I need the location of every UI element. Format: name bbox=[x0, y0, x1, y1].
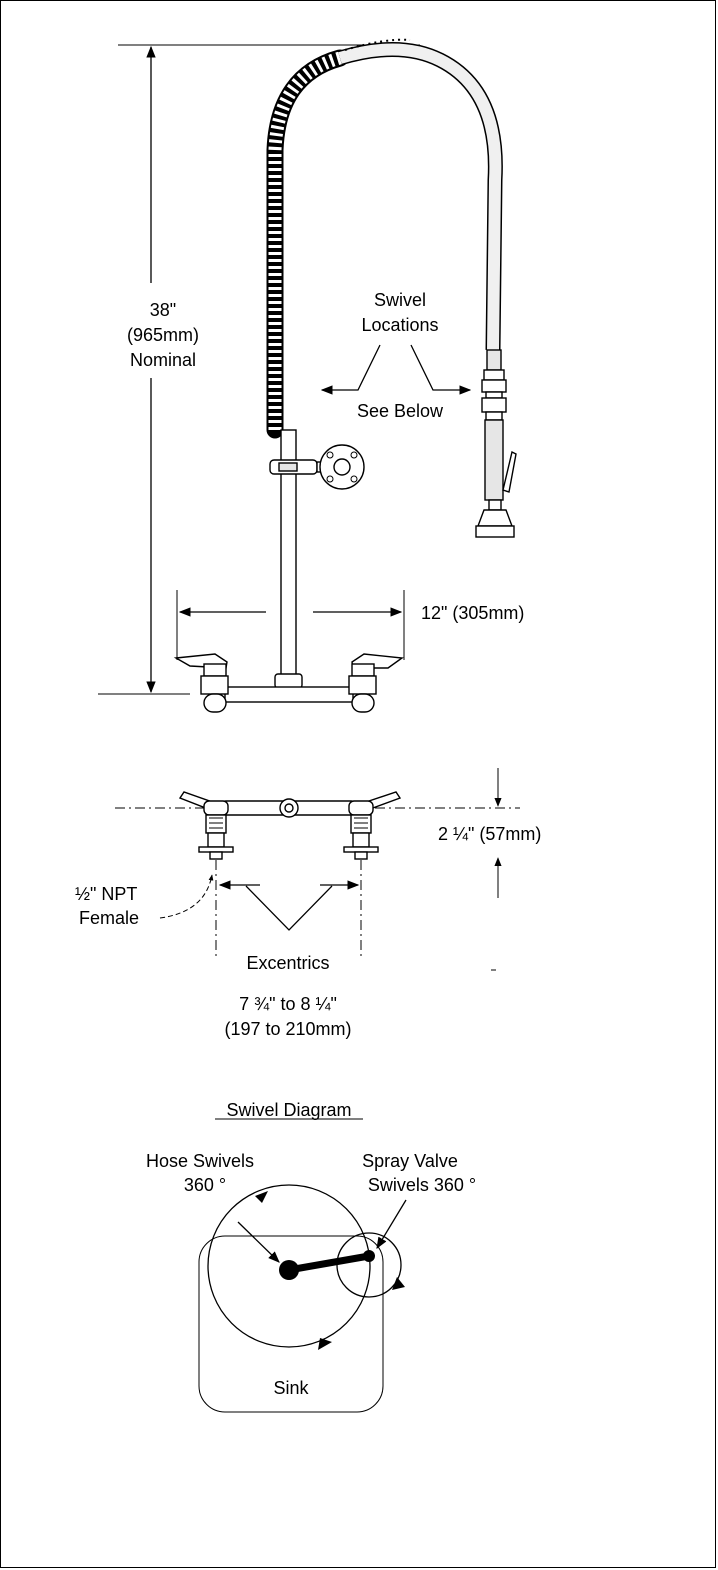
spray-valve-label-2: Swivels 360 ° bbox=[368, 1175, 476, 1195]
spray-valve-label-1: Spray Valve bbox=[362, 1151, 458, 1171]
swivel-diagram-title: Swivel Diagram bbox=[226, 1100, 351, 1120]
npt-label-1: ½" NPT bbox=[75, 884, 137, 904]
swivel-locations-label-1: Swivel bbox=[374, 290, 426, 310]
centers-label-1: 7 ¾" to 8 ¼" bbox=[239, 994, 337, 1014]
centers-label-2: (197 to 210mm) bbox=[224, 1019, 351, 1039]
sink-outline bbox=[198, 1235, 384, 1413]
spray-valve-swivel-circle bbox=[336, 1232, 402, 1298]
see-below-label: See Below bbox=[357, 401, 444, 421]
excentrics-callout: Excentrics 7 ¾" to 8 ¼" (197 to 210mm) bbox=[218, 880, 496, 1039]
npt-label-2: Female bbox=[79, 908, 139, 928]
npt-callout: ½" NPT Female bbox=[75, 874, 214, 928]
wall-offset-dimension: 2 ¼" (57mm) bbox=[438, 768, 541, 898]
swivel-locations-callout: Swivel Locations See Below bbox=[320, 290, 472, 421]
swivel-locations-label-2: Locations bbox=[361, 315, 438, 335]
height-label-3: Nominal bbox=[130, 350, 196, 370]
wall-offset-label: 2 ¼" (57mm) bbox=[438, 824, 541, 844]
plan-view bbox=[115, 791, 520, 960]
pre-rinse-hose bbox=[266, 38, 503, 439]
width-label: 12" (305mm) bbox=[421, 603, 524, 623]
valve-pivot bbox=[363, 1250, 375, 1262]
riser-and-bracket bbox=[269, 429, 365, 681]
sink-label: Sink bbox=[273, 1378, 309, 1398]
hose-swivels-label-2: 360 ° bbox=[184, 1175, 226, 1195]
swivel-diagram: Swivel Diagram Hose Swivels 360 ° Spray … bbox=[146, 1100, 476, 1413]
spray-valve bbox=[475, 349, 517, 538]
height-dimension: 38" (965mm) Nominal bbox=[98, 44, 420, 695]
height-label-1: 38" bbox=[150, 300, 176, 320]
hose-pivot bbox=[279, 1260, 299, 1280]
hose-swivels-label-1: Hose Swivels bbox=[146, 1151, 254, 1171]
height-label-2: (965mm) bbox=[127, 325, 199, 345]
hose-arm bbox=[288, 1252, 370, 1274]
width-dimension: 12" (305mm) bbox=[176, 590, 524, 660]
hose-swivel-circle bbox=[207, 1184, 371, 1348]
faucet-body bbox=[173, 653, 404, 713]
excentrics-label: Excentrics bbox=[246, 953, 329, 973]
